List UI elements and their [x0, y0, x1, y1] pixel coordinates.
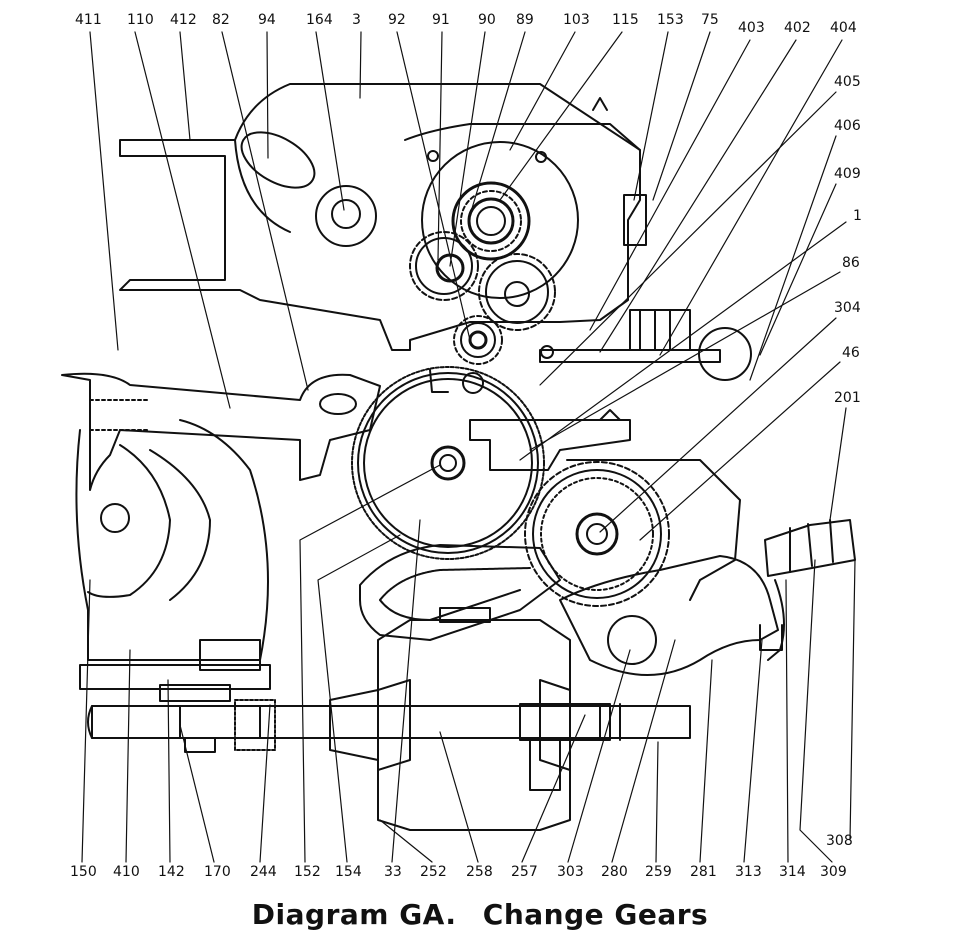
callout-304: 304: [834, 300, 861, 316]
clamp-block: [79, 639, 271, 702]
callout-314: 314: [779, 864, 806, 880]
callout-46: 46: [842, 345, 860, 361]
callout-412: 412: [170, 12, 197, 28]
banjo-bracket: [359, 409, 631, 641]
caption-title: Change Gears: [482, 898, 709, 931]
callout-164: 164: [306, 12, 333, 28]
stud-gear: [351, 366, 545, 560]
callout-259: 259: [645, 864, 672, 880]
callout-115: 115: [612, 12, 639, 28]
callout-252: 252: [420, 864, 447, 880]
callout-257: 257: [511, 864, 538, 880]
callout-142: 142: [158, 864, 185, 880]
callout-405: 405: [834, 74, 861, 90]
callout-90: 90: [478, 12, 496, 28]
callout-402: 402: [784, 20, 811, 36]
callout-150: 150: [70, 864, 97, 880]
callout-303: 303: [557, 864, 584, 880]
callout-89: 89: [516, 12, 534, 28]
callout-201: 201: [834, 390, 861, 406]
callout-313: 313: [735, 864, 762, 880]
quadrant-arm: [61, 372, 381, 491]
callout-308: 308: [826, 833, 853, 849]
callout-33: 33: [384, 864, 402, 880]
top-callouts: 411 110 412 82 94 164 3 92 91 90 89 103 …: [75, 12, 857, 36]
callout-258: 258: [466, 864, 493, 880]
callout-3: 3: [352, 12, 361, 28]
tumbler-lever: [559, 555, 783, 676]
callout-403: 403: [738, 20, 765, 36]
callout-411: 411: [75, 12, 102, 28]
leadscrew-shaft: [87, 699, 691, 753]
leader-lines: [89, 31, 856, 841]
callout-86: 86: [842, 255, 860, 271]
upper-gear-train: [404, 97, 647, 394]
caption-id: Diagram GA.: [251, 898, 457, 931]
callout-409: 409: [834, 166, 861, 182]
callout-152: 152: [294, 864, 321, 880]
callout-92: 92: [388, 12, 406, 28]
callout-82: 82: [212, 12, 230, 28]
leader-lines-bottom: [81, 464, 833, 863]
callout-75: 75: [701, 12, 719, 28]
bearing-housing: [329, 607, 571, 831]
callout-281: 281: [690, 864, 717, 880]
callout-103: 103: [563, 12, 590, 28]
bottom-callouts: 150 410 142 170 244 152 154 33 252 258 2…: [70, 864, 847, 880]
callout-1: 1: [853, 208, 862, 224]
selector-lever: [539, 309, 752, 381]
callout-309: 309: [820, 864, 847, 880]
callout-244: 244: [250, 864, 277, 880]
headstock-casing: [119, 83, 641, 351]
callout-170: 170: [204, 864, 231, 880]
callout-153: 153: [657, 12, 684, 28]
callout-91: 91: [432, 12, 450, 28]
callout-404: 404: [830, 20, 857, 36]
callout-280: 280: [601, 864, 628, 880]
callout-110: 110: [127, 12, 154, 28]
callout-154: 154: [335, 864, 362, 880]
change-wheel-pulley: [75, 419, 269, 661]
callout-410: 410: [113, 864, 140, 880]
callout-406: 406: [834, 118, 861, 134]
right-callouts: 405 406 409 1 86 304 46 201 308: [826, 74, 862, 849]
callout-94: 94: [258, 12, 276, 28]
oiler: [764, 519, 856, 661]
idler-gear: [524, 459, 741, 607]
figure-caption: Diagram GA. Change Gears: [0, 898, 960, 931]
